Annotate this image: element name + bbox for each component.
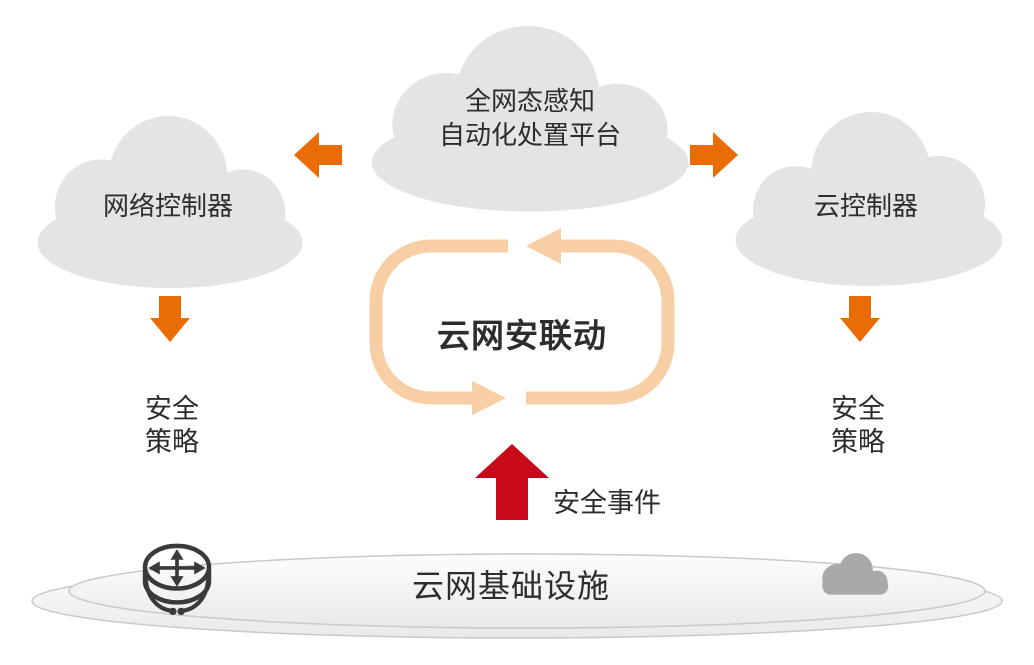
mini-cloud-icon	[822, 553, 889, 595]
security-policy-right-line1: 安全	[831, 394, 885, 424]
policy-arrow-down-left-icon	[150, 296, 190, 342]
loop-label: 云网安联动	[437, 317, 607, 354]
infrastructure-label: 云网基础设施	[411, 568, 610, 604]
security-policy-right-line2: 策略	[831, 427, 885, 457]
network-controller-label: 网络控制器	[102, 191, 233, 221]
infrastructure-platform	[31, 553, 1003, 639]
cloud-controller-label: 云控制器	[813, 191, 918, 221]
cloud-controller-cloud-icon	[735, 112, 1003, 286]
security-policy-left-line2: 策略	[145, 427, 199, 457]
network-controller-cloud-icon	[37, 116, 303, 289]
arrow-left-icon	[294, 132, 342, 178]
router-icon	[142, 543, 212, 616]
security-policy-right: 安全 策略	[783, 393, 933, 459]
security-policy-left-line1: 安全	[145, 394, 199, 424]
security-event-label: 安全事件	[553, 488, 661, 518]
cycle-loop-icon	[369, 228, 675, 415]
arrow-right-icon	[690, 132, 738, 178]
security-policy-left: 安全 策略	[97, 393, 247, 459]
policy-arrow-down-right-icon	[840, 296, 880, 342]
platform-cloud-line2: 自动化处置平台	[438, 120, 621, 150]
platform-cloud-line1: 全网态感知	[464, 86, 595, 116]
event-arrow-up-icon	[475, 444, 549, 520]
platform-cloud-icon	[371, 26, 689, 212]
platform-cloud-label: 全网态感知 自动化处置平台	[380, 84, 680, 152]
